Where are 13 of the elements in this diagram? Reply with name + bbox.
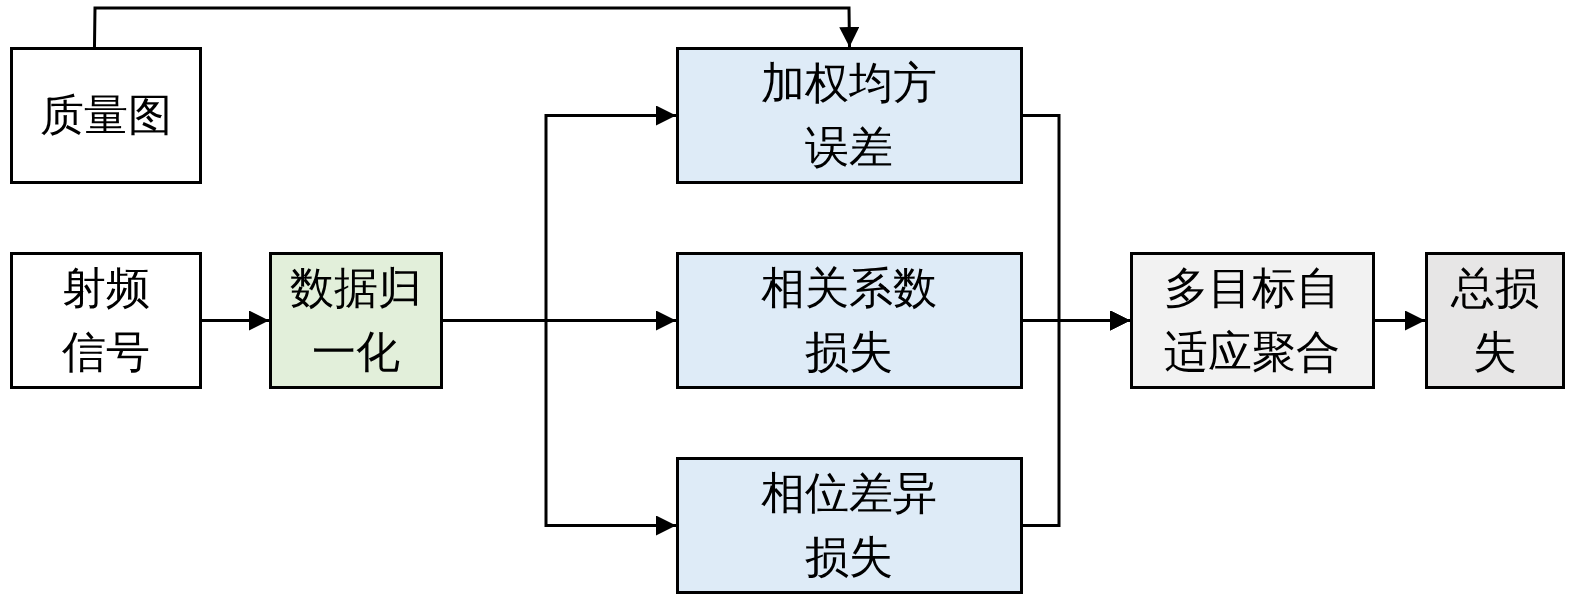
process-box: 总损失 [1425, 252, 1565, 389]
process-box: 加权均方误差 [676, 47, 1023, 184]
process-box: 质量图 [10, 47, 202, 184]
process-box: 多目标自适应聚合 [1130, 252, 1375, 389]
process-box: 相位差异损失 [676, 457, 1023, 594]
arrow [202, 310, 269, 331]
arrow [1375, 310, 1425, 331]
arrow [93, 6, 860, 48]
process-box: 相关系数损失 [676, 252, 1023, 389]
process-box: 数据归一化 [269, 252, 443, 389]
arrow [1023, 310, 1130, 527]
process-box: 射频信号 [10, 252, 202, 389]
arrow [443, 319, 676, 536]
